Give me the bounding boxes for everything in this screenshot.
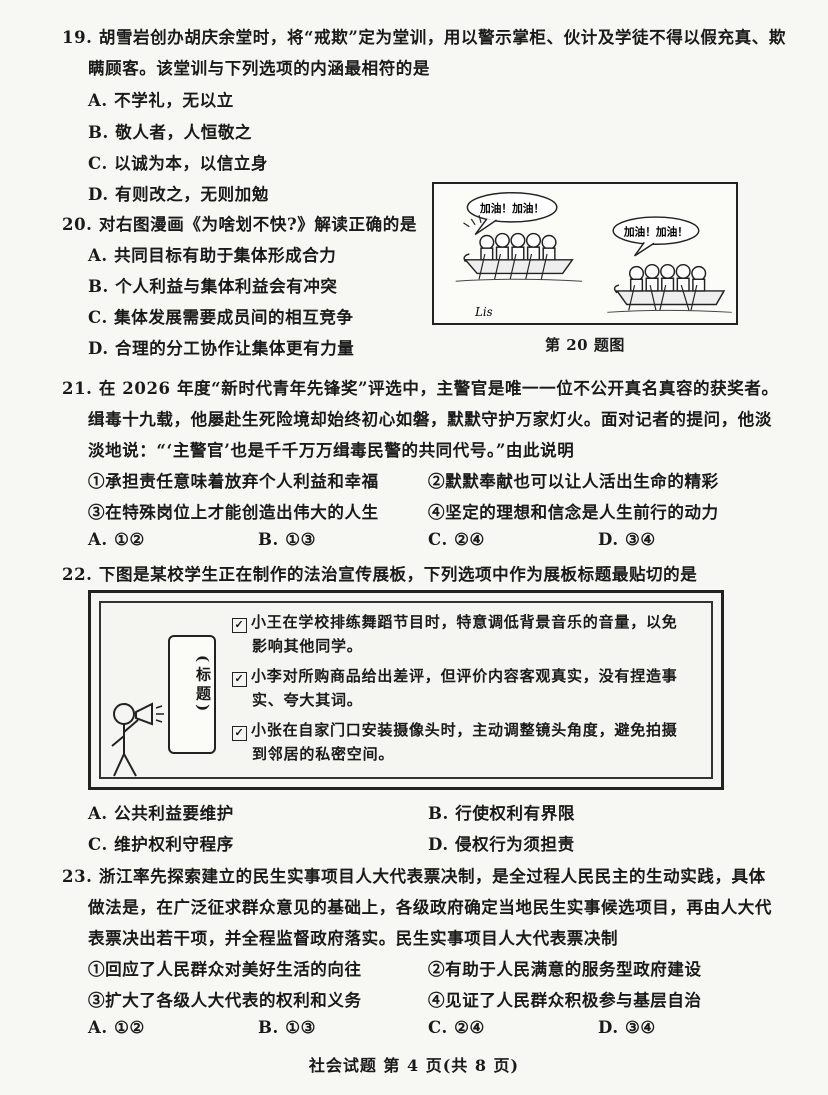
board-item-1-line2: 影响其他同学。: [252, 637, 363, 655]
q19-stem-line2: 瞒顾客。该堂训与下列选项的内涵最相符的是: [88, 59, 430, 78]
q20-option-c[interactable]: C. 集体发展需要成员间的相互竞争: [88, 308, 354, 327]
q22-option-d[interactable]: D. 侵权行为须担责: [428, 835, 575, 854]
checkbox-checked-icon: ✓: [232, 618, 247, 633]
title-scroll: (标题): [168, 635, 216, 754]
q21-option-a[interactable]: A. ①②: [88, 530, 145, 549]
q22-option-b[interactable]: B. 行使权利有界限: [428, 804, 575, 823]
checkbox-checked-icon: ✓: [232, 726, 247, 741]
q20-option-d[interactable]: D. 合理的分工协作让集体更有力量: [88, 339, 355, 358]
q20-option-b[interactable]: B. 个人利益与集体利益会有冲突: [88, 277, 338, 296]
checkbox-checked-icon: ✓: [232, 672, 247, 687]
q20-stem: 20. 对右图漫画《为啥划不快?》解读正确的是: [62, 215, 417, 234]
q21-stem-line3: 淡地说：“‘主警官’也是千千万万缉毒民警的共同代号。”由此说明: [88, 441, 575, 460]
q23-stem-line3: 表票决出若干项，并全程监督政府落实。民生实事项目人大代表票决制: [88, 929, 619, 948]
q23-statement-2: ②有助于人民满意的服务型政府建设: [428, 960, 702, 979]
q21-statement-4: ④坚定的理想和信念是人生前行的动力: [428, 503, 719, 522]
q19-option-c[interactable]: C. 以诚为本，以信立身: [88, 154, 269, 173]
q20-option-a[interactable]: A. 共同目标有助于集体形成合力: [88, 246, 337, 265]
q22-stem: 22. 下图是某校学生正在制作的法治宣传展板，下列选项中作为展板标题最贴切的是: [62, 565, 698, 584]
q20-figure-caption: 第 20 题图: [545, 336, 625, 354]
q23-stem-line1: 23. 浙江率先探索建立的民生实事项目人大代表票决制，是全过程人民民主的生动实践…: [62, 867, 766, 886]
stick-figure-megaphone: [111, 702, 164, 777]
q21-stem-line1: 21. 在 2026 年度“新时代青年先锋奖”评选中，主警官是唯一一位不公开真名…: [62, 379, 779, 398]
q21-option-b[interactable]: B. ①③: [258, 530, 317, 549]
q19-stem-line1: 19. 胡雪岩创办胡庆余堂时，将“戒欺”定为堂训，用以警示掌柜、伙计及学徒不得以…: [62, 28, 786, 47]
bubble-2-text: 加油！加油！: [623, 226, 688, 239]
q22-option-c[interactable]: C. 维护权利守程序: [88, 835, 234, 854]
cartoon-signature: Lis: [474, 305, 492, 319]
board-title-label: (标题): [194, 655, 212, 716]
q21-option-d[interactable]: D. ③④: [598, 530, 656, 549]
q21-statement-2: ②默默奉献也可以让人活出生命的精彩: [428, 472, 719, 491]
q19-option-b[interactable]: B. 敬人者，人恒敬之: [88, 123, 253, 142]
board-item-2: ✓ 小李对所购商品给出差评，但评价内容客观真实，没有捏造事 实、夸大其词。: [232, 664, 702, 712]
q19-option-a[interactable]: A. 不学礼，无以立: [88, 91, 234, 110]
q23-statement-1: ①回应了人民群众对美好生活的向往: [88, 960, 362, 979]
q23-statement-4: ④见证了人民群众积极参与基层自治: [428, 991, 702, 1010]
q23-stem-line2: 做法是，在广泛征求群众意见的基础上，各级政府确定当地民生实事候选项目，再由人大代: [88, 898, 772, 917]
q22-option-a[interactable]: A. 公共利益要维护: [88, 804, 234, 823]
q21-option-c[interactable]: C. ②④: [428, 530, 485, 549]
q23-option-c[interactable]: C. ②④: [428, 1018, 485, 1037]
rowing-cartoon: 加油！加油！ 加油！加油！ Lis: [432, 182, 738, 325]
q21-statement-1: ①承担责任意味着放弃个人利益和幸福: [88, 472, 379, 491]
q23-option-a[interactable]: A. ①②: [88, 1018, 145, 1037]
board-item-3-line1: 小张在自家门口安装摄像头时，主动调整镜头角度，避免拍摄: [251, 721, 678, 739]
q21-stem-line2: 缉毒十九载，他屡赴生死险境却始终初心如磐，默默守护万家灯火。面对记者的提问，他淡: [88, 410, 772, 429]
board-item-2-line1: 小李对所购商品给出差评，但评价内容客观真实，没有捏造事: [251, 667, 678, 685]
board-item-1-line1: 小王在学校排练舞蹈节目时，特意调低背景音乐的音量，以免: [251, 613, 678, 631]
board-inner-frame: [99, 601, 713, 779]
q19-option-d[interactable]: D. 有则改之，无则加勉: [88, 185, 269, 204]
page-footer: 社会试题 第 4 页(共 8 页): [308, 1056, 520, 1075]
board-item-2-line2: 实、夸大其词。: [252, 691, 363, 709]
bubble-1-text: 加油！加油！: [479, 202, 544, 215]
cartoon-drawing: 加油！加油！ 加油！加油！ Lis: [455, 192, 732, 319]
q23-option-d[interactable]: D. ③④: [598, 1018, 656, 1037]
q21-statement-3: ③在特殊岗位上才能创造出伟大的人生: [88, 503, 379, 522]
board-item-1: ✓ 小王在学校排练舞蹈节目时，特意调低背景音乐的音量，以免 影响其他同学。: [232, 610, 702, 658]
board-item-3-line2: 到邻居的私密空间。: [252, 745, 395, 763]
q23-option-b[interactable]: B. ①③: [258, 1018, 317, 1037]
board-item-3: ✓ 小张在自家门口安装摄像头时，主动调整镜头角度，避免拍摄 到邻居的私密空间。: [232, 718, 702, 766]
q23-statement-3: ③扩大了各级人大代表的权利和义务: [88, 991, 362, 1010]
